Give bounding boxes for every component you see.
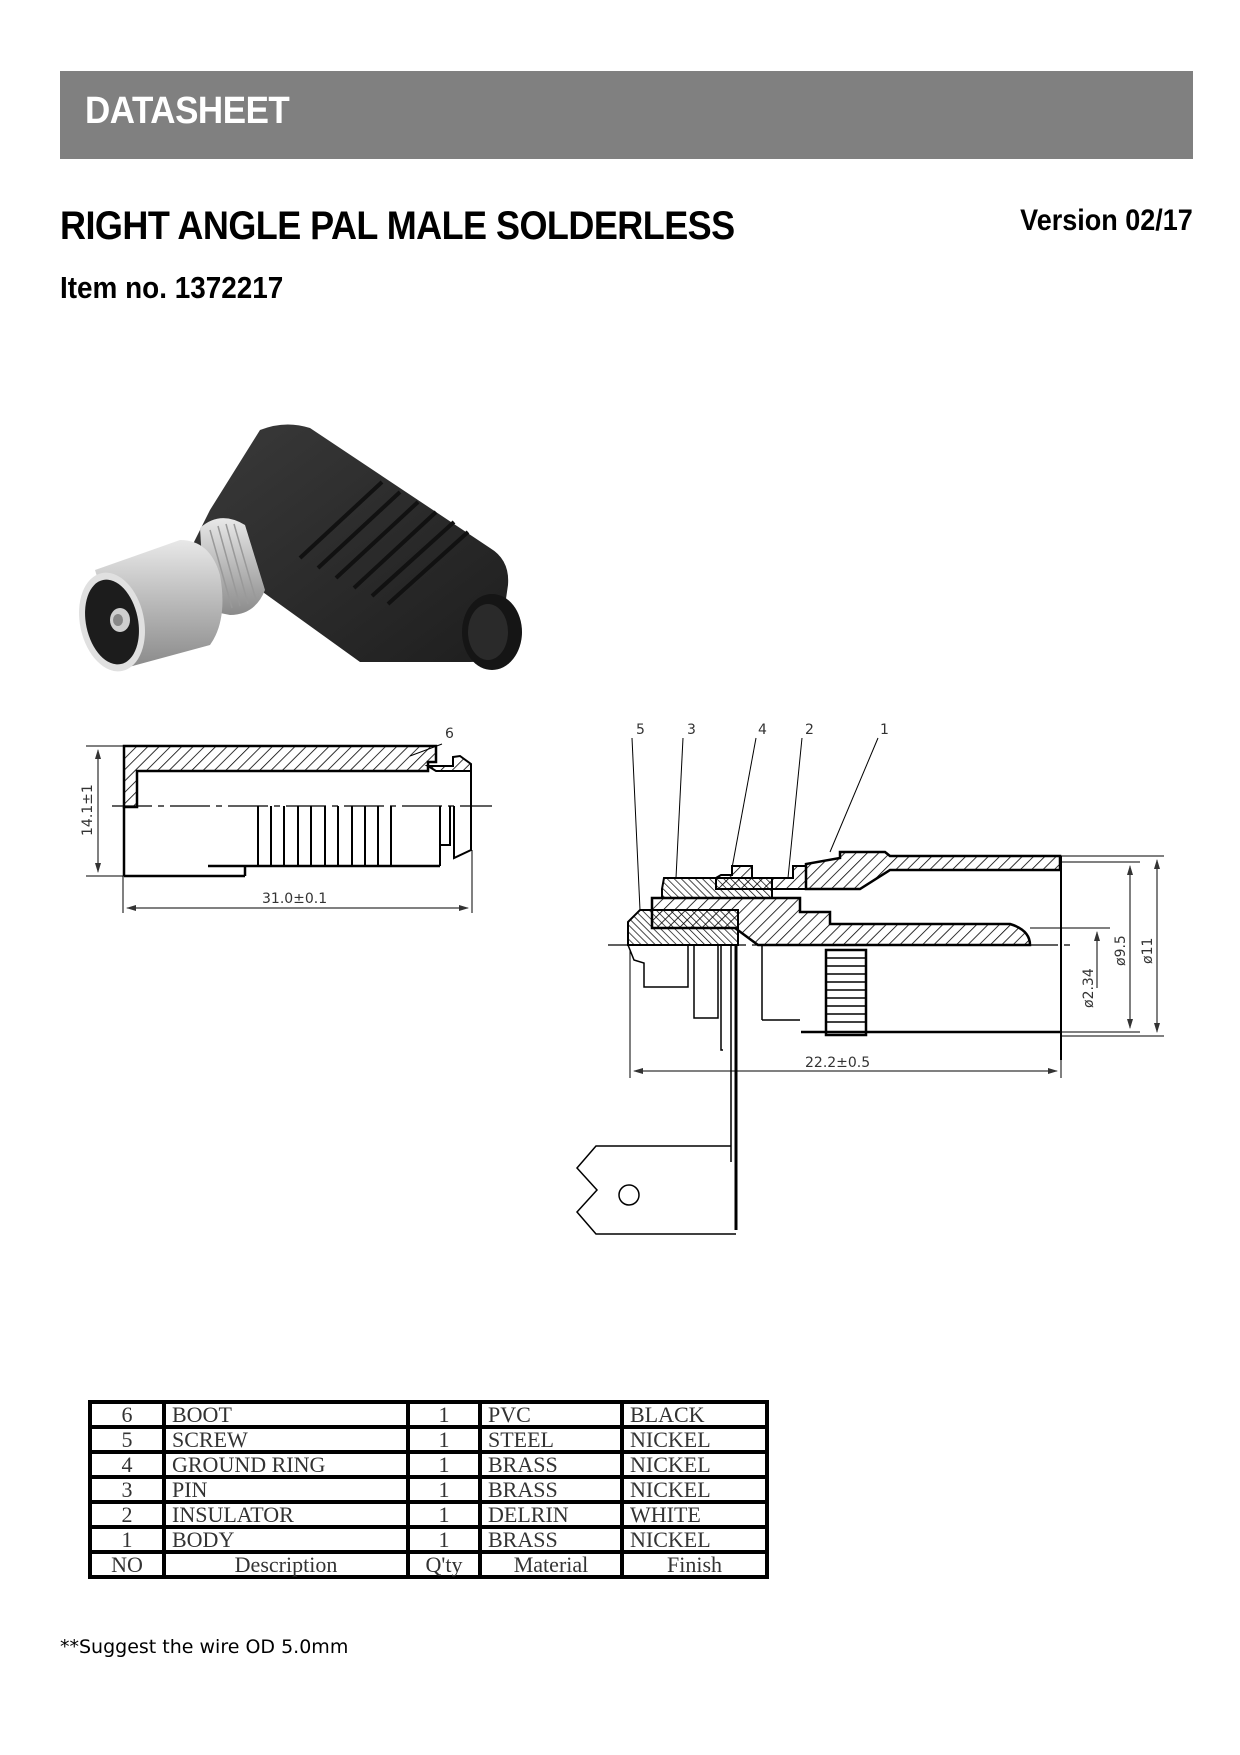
cell-no: 4	[88, 1450, 166, 1479]
col-header-finish: Finish	[620, 1550, 769, 1579]
side-dim-length: 31.0±0.1	[262, 891, 327, 907]
side-callout-6: 6	[445, 726, 454, 742]
cell-no: 1	[88, 1525, 166, 1554]
cell-material: BRASS	[478, 1475, 624, 1504]
section-callouts: 5 3 4 2 1	[636, 722, 889, 738]
callout-5: 5	[636, 722, 645, 738]
table-row: 6 BOOT 1 PVC BLACK	[88, 1400, 769, 1429]
cell-description: BODY	[162, 1525, 410, 1554]
cell-no: 5	[88, 1425, 166, 1454]
cell-description: INSULATOR	[162, 1500, 410, 1529]
side-view-drawing	[86, 743, 492, 913]
parts-table: 6 BOOT 1 PVC BLACK 5 SCREW 1 STEEL NICKE…	[88, 1400, 769, 1579]
cell-qty: 1	[406, 1475, 482, 1504]
table-row: 3 PIN 1 BRASS NICKEL	[88, 1475, 769, 1504]
cell-qty: 1	[406, 1500, 482, 1529]
table-row: 1 BODY 1 BRASS NICKEL	[88, 1525, 769, 1554]
callout-2: 2	[805, 722, 814, 738]
cell-description: SCREW	[162, 1425, 410, 1454]
cell-qty: 1	[406, 1450, 482, 1479]
header-title: DATASHEET	[85, 90, 290, 132]
callout-4: 4	[758, 722, 767, 738]
callout-3: 3	[687, 722, 696, 738]
cell-finish: NICKEL	[620, 1425, 769, 1454]
cell-no: 6	[88, 1400, 166, 1429]
cell-finish: NICKEL	[620, 1475, 769, 1504]
item-number: Item no. 1372217	[60, 270, 284, 305]
side-dim-height: 14.1±1	[80, 784, 96, 836]
section-dim-outer: ø11	[1140, 938, 1156, 964]
cell-finish: NICKEL	[620, 1450, 769, 1479]
section-dim-length: 22.2±0.5	[805, 1055, 870, 1071]
product-photo	[79, 424, 522, 672]
cell-material: STEEL	[478, 1425, 624, 1454]
section-view-drawing	[575, 737, 1164, 1235]
cell-material: PVC	[478, 1400, 624, 1429]
col-header-material: Material	[478, 1550, 624, 1579]
cell-no: 2	[88, 1500, 166, 1529]
col-header-no: NO	[88, 1550, 166, 1579]
cell-material: BRASS	[478, 1450, 624, 1479]
section-dim-inner: ø9.5	[1113, 935, 1129, 966]
cell-qty: 1	[406, 1425, 482, 1454]
col-header-description: Description	[162, 1550, 410, 1579]
cell-description: PIN	[162, 1475, 410, 1504]
cell-material: BRASS	[478, 1525, 624, 1554]
cell-description: BOOT	[162, 1400, 410, 1429]
header-bar: DATASHEET	[60, 71, 1193, 159]
cell-qty: 1	[406, 1525, 482, 1554]
cell-finish: NICKEL	[620, 1525, 769, 1554]
table-header-row: NO Description Q'ty Material Finish	[88, 1550, 769, 1579]
footnote: **Suggest the wire OD 5.0mm	[60, 1636, 349, 1658]
cell-finish: BLACK	[620, 1400, 769, 1429]
table-row: 2 INSULATOR 1 DELRIN WHITE	[88, 1500, 769, 1529]
callout-1: 1	[880, 722, 889, 738]
section-dim-pin: ø2.34	[1081, 968, 1097, 1008]
cell-material: DELRIN	[478, 1500, 624, 1529]
col-header-qty: Q'ty	[406, 1550, 482, 1579]
table-row: 5 SCREW 1 STEEL NICKEL	[88, 1425, 769, 1454]
cell-finish: WHITE	[620, 1500, 769, 1529]
cell-no: 3	[88, 1475, 166, 1504]
cell-description: GROUND RING	[162, 1450, 410, 1479]
version-label: Version 02/17	[1020, 204, 1193, 237]
table-row: 4 GROUND RING 1 BRASS NICKEL	[88, 1450, 769, 1479]
product-title: RIGHT ANGLE PAL MALE SOLDERLESS	[60, 204, 735, 248]
cell-qty: 1	[406, 1400, 482, 1429]
